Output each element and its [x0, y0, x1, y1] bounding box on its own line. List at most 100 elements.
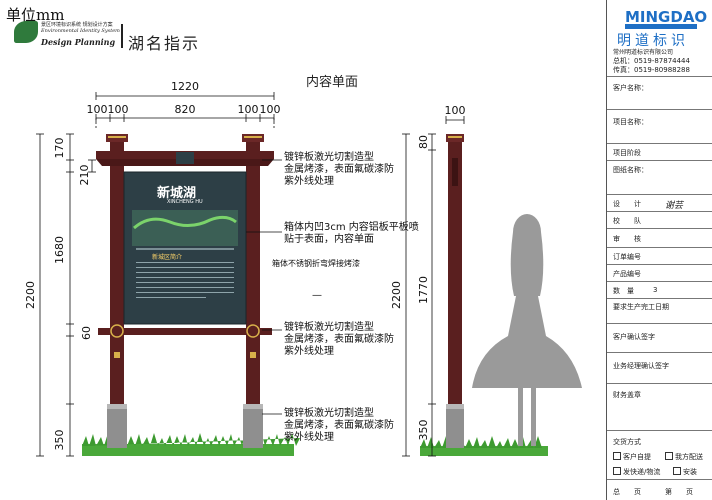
title-divider: [121, 24, 123, 48]
order-no-label: 订单编号: [613, 253, 641, 261]
client-confirm-label: 客户确认签字: [613, 333, 655, 341]
checkbox-pickup[interactable]: [613, 452, 621, 460]
note-base-line3: 紫外线处理: [284, 432, 334, 443]
row-design: 设 计 谢芸: [607, 195, 712, 212]
brand-name: MINGDAO: [625, 8, 708, 26]
note-base-line1: 镀锌板激光切割造型: [284, 408, 374, 419]
page-no-label: 第 页: [665, 488, 693, 496]
right-post: [242, 134, 264, 448]
person-silhouette: [472, 214, 582, 446]
dim-h-base: 350: [53, 430, 66, 451]
content-label: 内容单面: [306, 75, 359, 90]
page-title: 湖名指示: [128, 34, 201, 53]
row-check: 校 队: [607, 212, 712, 229]
delivery-label: 交货方式: [613, 438, 641, 446]
note-lower-beam: 镀锌板激光切割造型 金属烤漆，表面氟碳漆防 紫外线处理: [284, 322, 394, 358]
row-drawing-name: 图纸名称：: [607, 161, 712, 195]
product-no-label: 产品编号: [613, 270, 641, 278]
review-label: 审 核: [613, 235, 641, 243]
row-client-name: 客户名称：: [607, 76, 712, 110]
option-pickup-label: 客户自提: [623, 453, 651, 461]
option-install-label: 安装: [683, 468, 697, 476]
logo-en-line2: Design Planning: [41, 37, 116, 47]
signage-elevation-drawing: 1220 100 100 820 100 100 100 170 210 220…: [24, 80, 582, 457]
row-due-date: 要求生产完工日期: [607, 299, 712, 324]
dim-total-width: 1220: [171, 80, 199, 93]
note-top-line1: 镀锌板激光切割造型: [284, 152, 374, 163]
row-quantity: 数 量 3: [607, 282, 712, 299]
company-logo: 景区环境标识系统 规划设计方案 Environmental Identity S…: [14, 21, 120, 50]
dim-side-mid: 1770: [417, 276, 430, 304]
design-label: 设 计: [613, 200, 641, 208]
signage-panel: [123, 152, 247, 325]
dim-side-depth: 100: [445, 104, 466, 117]
dim-h-top: 170: [53, 138, 66, 159]
note-top-beam: 镀锌板激光切割造型 金属烤漆，表面氟碳漆防 紫外线处理: [284, 152, 394, 188]
note-panel-line2: 贴于表面，内容单面: [284, 234, 374, 245]
note-panel: 箱体内凹3cm 内容铝板平板喷 贴于表面，内容单面: [284, 222, 419, 246]
checkbox-express[interactable]: [613, 467, 621, 475]
note-base-line2: 金属烤漆，表面氟碳漆防: [284, 420, 394, 431]
dim-h-total: 2200: [24, 281, 37, 309]
dim-h-panel: 1680: [53, 236, 66, 264]
row-review: 审 核: [607, 229, 712, 248]
signage-pinyin: XINCHENG HU: [167, 199, 203, 205]
company-tel: 总机：0519-87874444: [613, 57, 690, 65]
row-client-confirm: 客户确认签字: [607, 324, 712, 353]
row-order-no: 订单编号: [607, 248, 712, 265]
brand-cn-name: 明道标识: [617, 33, 689, 49]
dim-h-beam: 210: [78, 165, 91, 186]
signage-title: 新城湖: [157, 186, 197, 201]
row-finance: 财务盖章: [607, 384, 712, 431]
dimension-lines: [36, 92, 465, 457]
note-lower-line3: 紫外线处理: [284, 346, 334, 357]
logo-en-line1: Environmental Identity System: [41, 28, 120, 34]
checkbox-install[interactable]: [673, 467, 681, 475]
dim-seg-a: 100: [87, 103, 108, 116]
option-express-label: 发快递/物流: [623, 468, 661, 476]
option-delivery-label: 我方配送: [675, 453, 703, 461]
logo-cn-text: 景区环境标识系统 规划设计方案: [41, 22, 113, 28]
lower-beam: [98, 324, 272, 358]
check-label: 校 队: [613, 217, 641, 225]
row-delivery: 交货方式 客户自提 我方配送 发快递/物流 安装: [607, 431, 712, 480]
row-product-no: 产品编号: [607, 265, 712, 282]
note-top-line3: 紫外线处理: [284, 176, 334, 187]
checkbox-delivery[interactable]: [665, 452, 673, 460]
dim-side-top: 80: [417, 135, 430, 149]
dim-seg-e: 100: [260, 103, 281, 116]
company-fax: 传真：0519-80988288: [613, 66, 690, 74]
row-manager-confirm: 业务经理确认签字: [607, 353, 712, 384]
manager-confirm-label: 业务经理确认签字: [613, 362, 669, 370]
dim-side-total: 2200: [390, 281, 403, 309]
note-box: 箱体不锈钢折弯焊接烤漆: [272, 259, 360, 268]
drawing-name-label: 图纸名称：: [613, 166, 648, 174]
dim-seg-c: 820: [175, 103, 196, 116]
note-lower-line1: 镀锌板激光切割造型: [284, 322, 374, 333]
row-pages: 总 页 第 页: [607, 480, 712, 500]
row-project-name: 项目名称：: [607, 110, 712, 144]
note-dash: —: [312, 290, 322, 301]
finance-label: 财务盖章: [613, 391, 641, 399]
due-date-label: 要求生产完工日期: [613, 303, 669, 311]
note-panel-line1: 箱体内凹3cm 内容铝板平板喷: [284, 222, 419, 233]
brand-underline: [625, 24, 697, 29]
left-post: [106, 134, 128, 448]
dim-side-base: 350: [417, 420, 430, 441]
dim-seg-b: 100: [108, 103, 129, 116]
dim-h-lower-beam: 60: [80, 326, 93, 340]
dim-seg-d: 100: [238, 103, 259, 116]
signage-section: 新城区简介: [152, 254, 183, 261]
logo-mark-icon: [14, 21, 38, 43]
designer-signature: 谢芸: [665, 201, 684, 211]
unit-label: 单位mm: [6, 6, 65, 24]
note-lower-line2: 金属烤漆，表面氟碳漆防: [284, 334, 394, 345]
company-name: 常州明道标识有限公司: [613, 49, 674, 56]
total-pages-label: 总 页: [613, 488, 641, 496]
title-block-panel: MINGDAO 明道标识 常州明道标识有限公司 总机：0519-87874444…: [606, 0, 712, 500]
quantity-label: 数 量: [613, 287, 634, 295]
client-name-label: 客户名称：: [613, 84, 648, 92]
project-stage-label: 项目阶段: [613, 149, 641, 157]
project-name-label: 项目名称：: [613, 118, 648, 126]
quantity-value: 3: [653, 286, 658, 294]
